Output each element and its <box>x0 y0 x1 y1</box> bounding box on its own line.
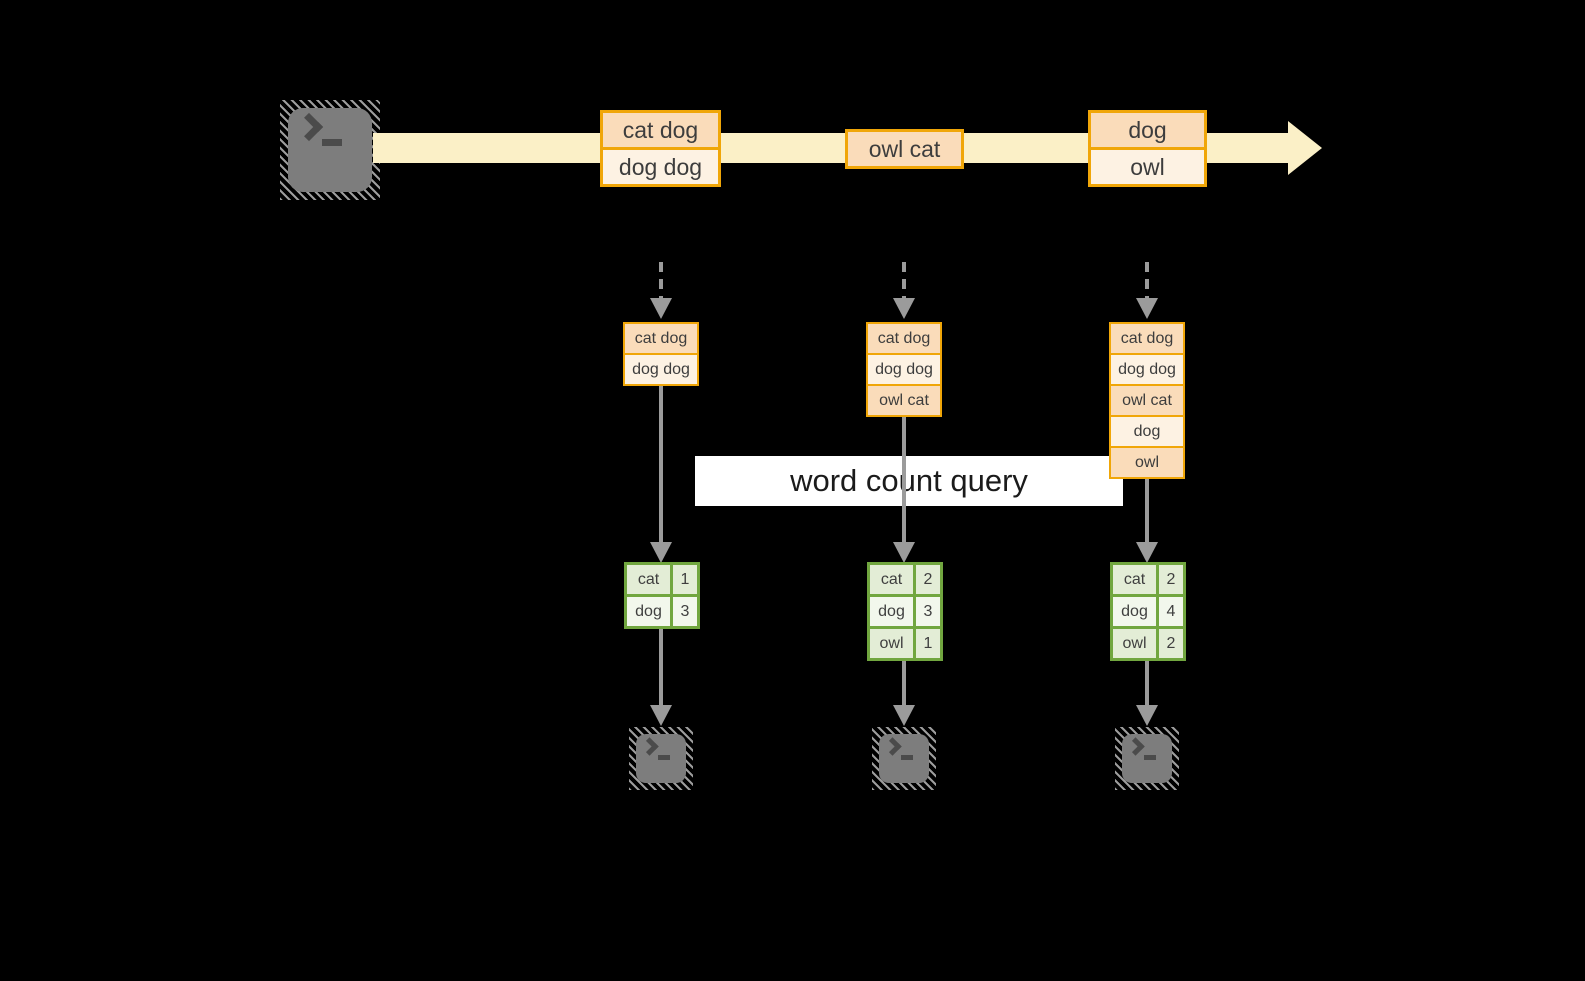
table-row: cat 2 <box>1113 565 1183 594</box>
buffer-record: dog dog <box>625 355 697 384</box>
dashed-arrow-shaft <box>902 262 906 298</box>
word-cell: dog <box>870 597 913 626</box>
stream-record: owl cat <box>848 132 961 166</box>
stream-batch-2: owl cat <box>845 129 964 169</box>
source-terminal-icon <box>280 100 380 200</box>
buffer-record: dog dog <box>1111 355 1183 384</box>
terminal-prompt-icon <box>640 737 659 756</box>
output-arrow-head-icon <box>1136 705 1158 726</box>
count-cell: 4 <box>1159 597 1183 626</box>
word-cell: owl <box>870 629 913 658</box>
buffer-record: cat dog <box>1111 324 1183 353</box>
dashed-arrow-shaft <box>1145 262 1149 298</box>
stream-arrow-head-icon <box>1288 121 1322 175</box>
terminal-screen <box>879 734 929 783</box>
terminal-prompt-icon <box>883 737 902 756</box>
count-cell: 3 <box>673 597 697 626</box>
count-cell: 2 <box>916 565 940 594</box>
result-table-3: cat 2 dog 4 owl 2 <box>1110 562 1186 661</box>
word-cell: cat <box>870 565 913 594</box>
buffer-record: cat dog <box>625 324 697 353</box>
table-row: cat 1 <box>627 565 697 594</box>
stream-batch-3: dog owl <box>1088 110 1207 187</box>
count-cell: 3 <box>916 597 940 626</box>
query-arrow-head-icon <box>893 542 915 563</box>
buffer-record: owl cat <box>868 386 940 415</box>
buffer-record: owl <box>1111 448 1183 477</box>
sink-terminal-icon <box>872 727 936 790</box>
query-label-band: word count query <box>695 456 1123 506</box>
input-buffer-2: cat dog dog dog owl cat <box>866 322 942 417</box>
count-cell: 2 <box>1159 565 1183 594</box>
terminal-screen <box>1122 734 1172 783</box>
terminal-cursor-icon <box>1144 755 1156 760</box>
table-row: owl 1 <box>870 629 940 658</box>
stream-record: dog <box>1091 113 1204 147</box>
buffer-record: dog <box>1111 417 1183 446</box>
terminal-cursor-icon <box>658 755 670 760</box>
word-cell: cat <box>627 565 670 594</box>
buffer-record: dog dog <box>868 355 940 384</box>
word-cell: owl <box>1113 629 1156 658</box>
table-row: owl 2 <box>1113 629 1183 658</box>
query-arrow-head-icon <box>1136 542 1158 563</box>
word-cell: cat <box>1113 565 1156 594</box>
sink-terminal-icon <box>1115 727 1179 790</box>
sink-terminal-icon <box>629 727 693 790</box>
stream-batch-1: cat dog dog dog <box>600 110 721 187</box>
table-row: dog 3 <box>627 597 697 626</box>
terminal-prompt-icon <box>294 112 324 142</box>
buffer-record: cat dog <box>868 324 940 353</box>
stream-record: cat dog <box>603 113 718 147</box>
table-row: dog 3 <box>870 597 940 626</box>
result-table-1: cat 1 dog 3 <box>624 562 700 629</box>
query-arrow-shaft <box>659 386 663 542</box>
buffer-record: owl cat <box>1111 386 1183 415</box>
dashed-arrow-head-icon <box>1136 298 1158 319</box>
query-arrow-head-icon <box>650 542 672 563</box>
stream-record: owl <box>1091 150 1204 184</box>
terminal-cursor-icon <box>901 755 913 760</box>
query-arrow-shaft <box>1145 479 1149 542</box>
output-arrow-shaft <box>902 661 906 705</box>
output-arrow-shaft <box>659 629 663 705</box>
dashed-arrow-shaft <box>659 262 663 298</box>
dashed-arrow-head-icon <box>893 298 915 319</box>
input-buffer-3: cat dog dog dog owl cat dog owl <box>1109 322 1185 479</box>
output-arrow-head-icon <box>650 705 672 726</box>
input-buffer-1: cat dog dog dog <box>623 322 699 386</box>
table-row: cat 2 <box>870 565 940 594</box>
query-arrow-shaft <box>902 417 906 542</box>
terminal-screen <box>636 734 686 783</box>
terminal-screen <box>288 108 372 192</box>
result-table-2: cat 2 dog 3 owl 1 <box>867 562 943 661</box>
terminal-cursor-icon <box>322 139 342 146</box>
output-arrow-shaft <box>1145 661 1149 705</box>
output-arrow-head-icon <box>893 705 915 726</box>
count-cell: 1 <box>673 565 697 594</box>
word-cell: dog <box>627 597 670 626</box>
stream-record: dog dog <box>603 150 718 184</box>
word-cell: dog <box>1113 597 1156 626</box>
table-row: dog 4 <box>1113 597 1183 626</box>
dashed-arrow-head-icon <box>650 298 672 319</box>
query-label: word count query <box>790 463 1028 498</box>
terminal-prompt-icon <box>1126 737 1145 756</box>
count-cell: 2 <box>1159 629 1183 658</box>
count-cell: 1 <box>916 629 940 658</box>
